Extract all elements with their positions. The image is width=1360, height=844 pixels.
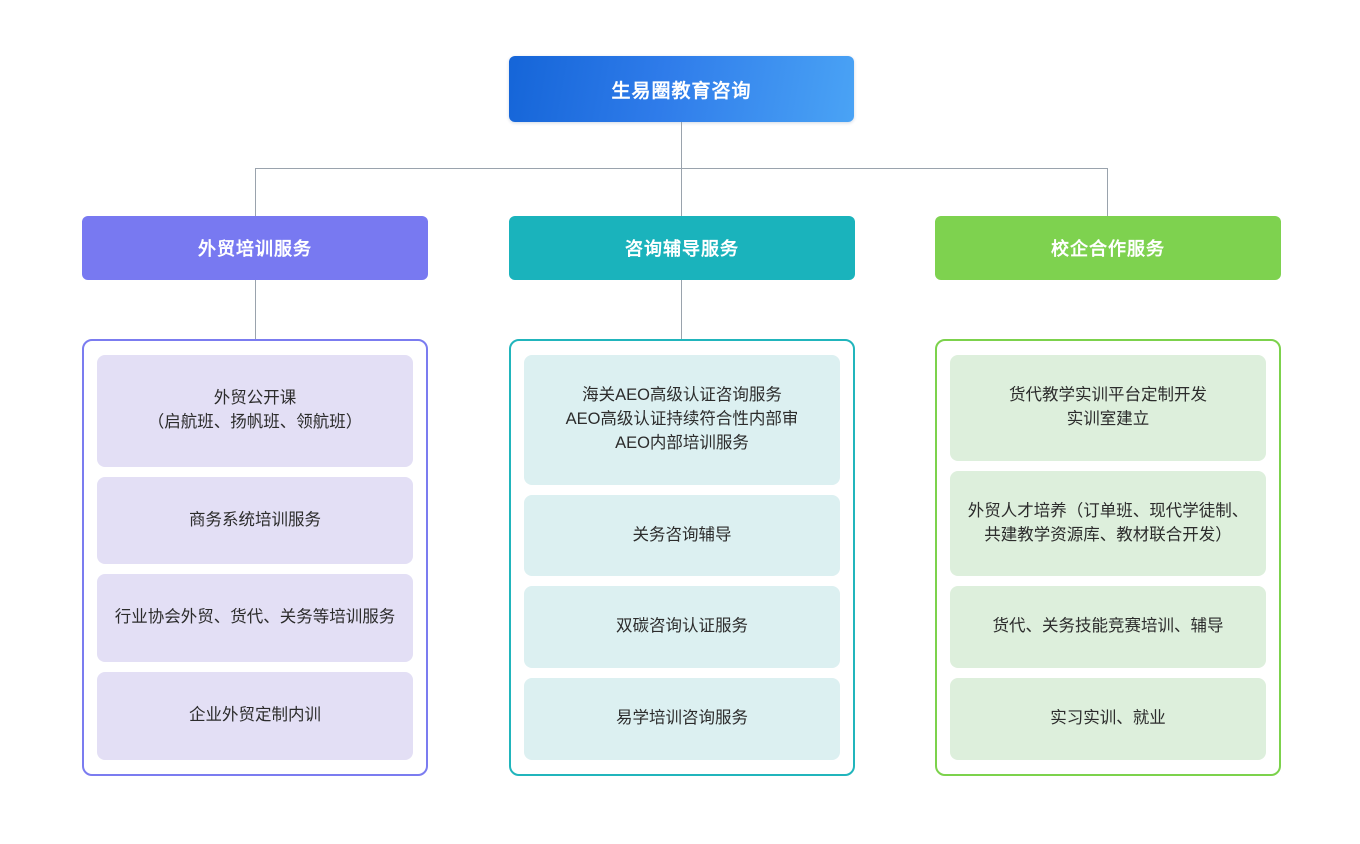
branch-header-3[interactable]: 校企合作服务 — [935, 216, 1281, 280]
branch-container-1: 外贸公开课 （启航班、扬帆班、领航班） 商务系统培训服务 行业协会外贸、货代、关… — [82, 339, 428, 776]
leaf-card[interactable]: 外贸人才培养（订单班、现代学徒制、共建教学资源库、教材联合开发） — [950, 470, 1266, 577]
branch-header-label-2: 咨询辅导服务 — [625, 239, 739, 259]
connector-drop-branch-2 — [681, 168, 682, 216]
root-node-label: 生易圈教育咨询 — [611, 80, 752, 102]
leaf-card[interactable]: 易学培训咨询服务 — [524, 678, 840, 761]
connector-drop-branch-3 — [1107, 168, 1108, 216]
connector-stem-branch-2 — [681, 280, 682, 339]
connector-root-stem — [681, 122, 682, 168]
leaf-card[interactable]: 实习实训、就业 — [950, 678, 1266, 761]
leaf-card[interactable]: 商务系统培训服务 — [97, 476, 413, 565]
leaf-card[interactable]: 海关AEO高级认证咨询服务 AEO高级认证持续符合性内部审 AEO内部培训服务 — [524, 355, 840, 485]
root-node[interactable]: 生易圈教育咨询 — [509, 56, 854, 122]
connector-stem-branch-1 — [255, 280, 256, 339]
leaf-card[interactable]: 企业外贸定制内训 — [97, 672, 413, 760]
branch-container-2: 海关AEO高级认证咨询服务 AEO高级认证持续符合性内部审 AEO内部培训服务 … — [509, 339, 855, 776]
branch-header-1[interactable]: 外贸培训服务 — [82, 216, 428, 280]
leaf-card[interactable]: 货代教学实训平台定制开发 实训室建立 — [950, 355, 1266, 461]
branch-container-3: 货代教学实训平台定制开发 实训室建立 外贸人才培养（订单班、现代学徒制、共建教学… — [935, 339, 1281, 776]
connector-drop-branch-1 — [255, 168, 256, 216]
leaf-card[interactable]: 外贸公开课 （启航班、扬帆班、领航班） — [97, 355, 413, 467]
branch-header-2[interactable]: 咨询辅导服务 — [509, 216, 855, 280]
leaf-card[interactable]: 双碳咨询认证服务 — [524, 586, 840, 669]
branch-header-label-3: 校企合作服务 — [1051, 239, 1165, 259]
leaf-card[interactable]: 行业协会外贸、货代、关务等培训服务 — [97, 574, 413, 663]
branch-header-label-1: 外贸培训服务 — [198, 239, 312, 259]
leaf-card[interactable]: 货代、关务技能竞赛培训、辅导 — [950, 586, 1266, 669]
leaf-card[interactable]: 关务咨询辅导 — [524, 494, 840, 577]
